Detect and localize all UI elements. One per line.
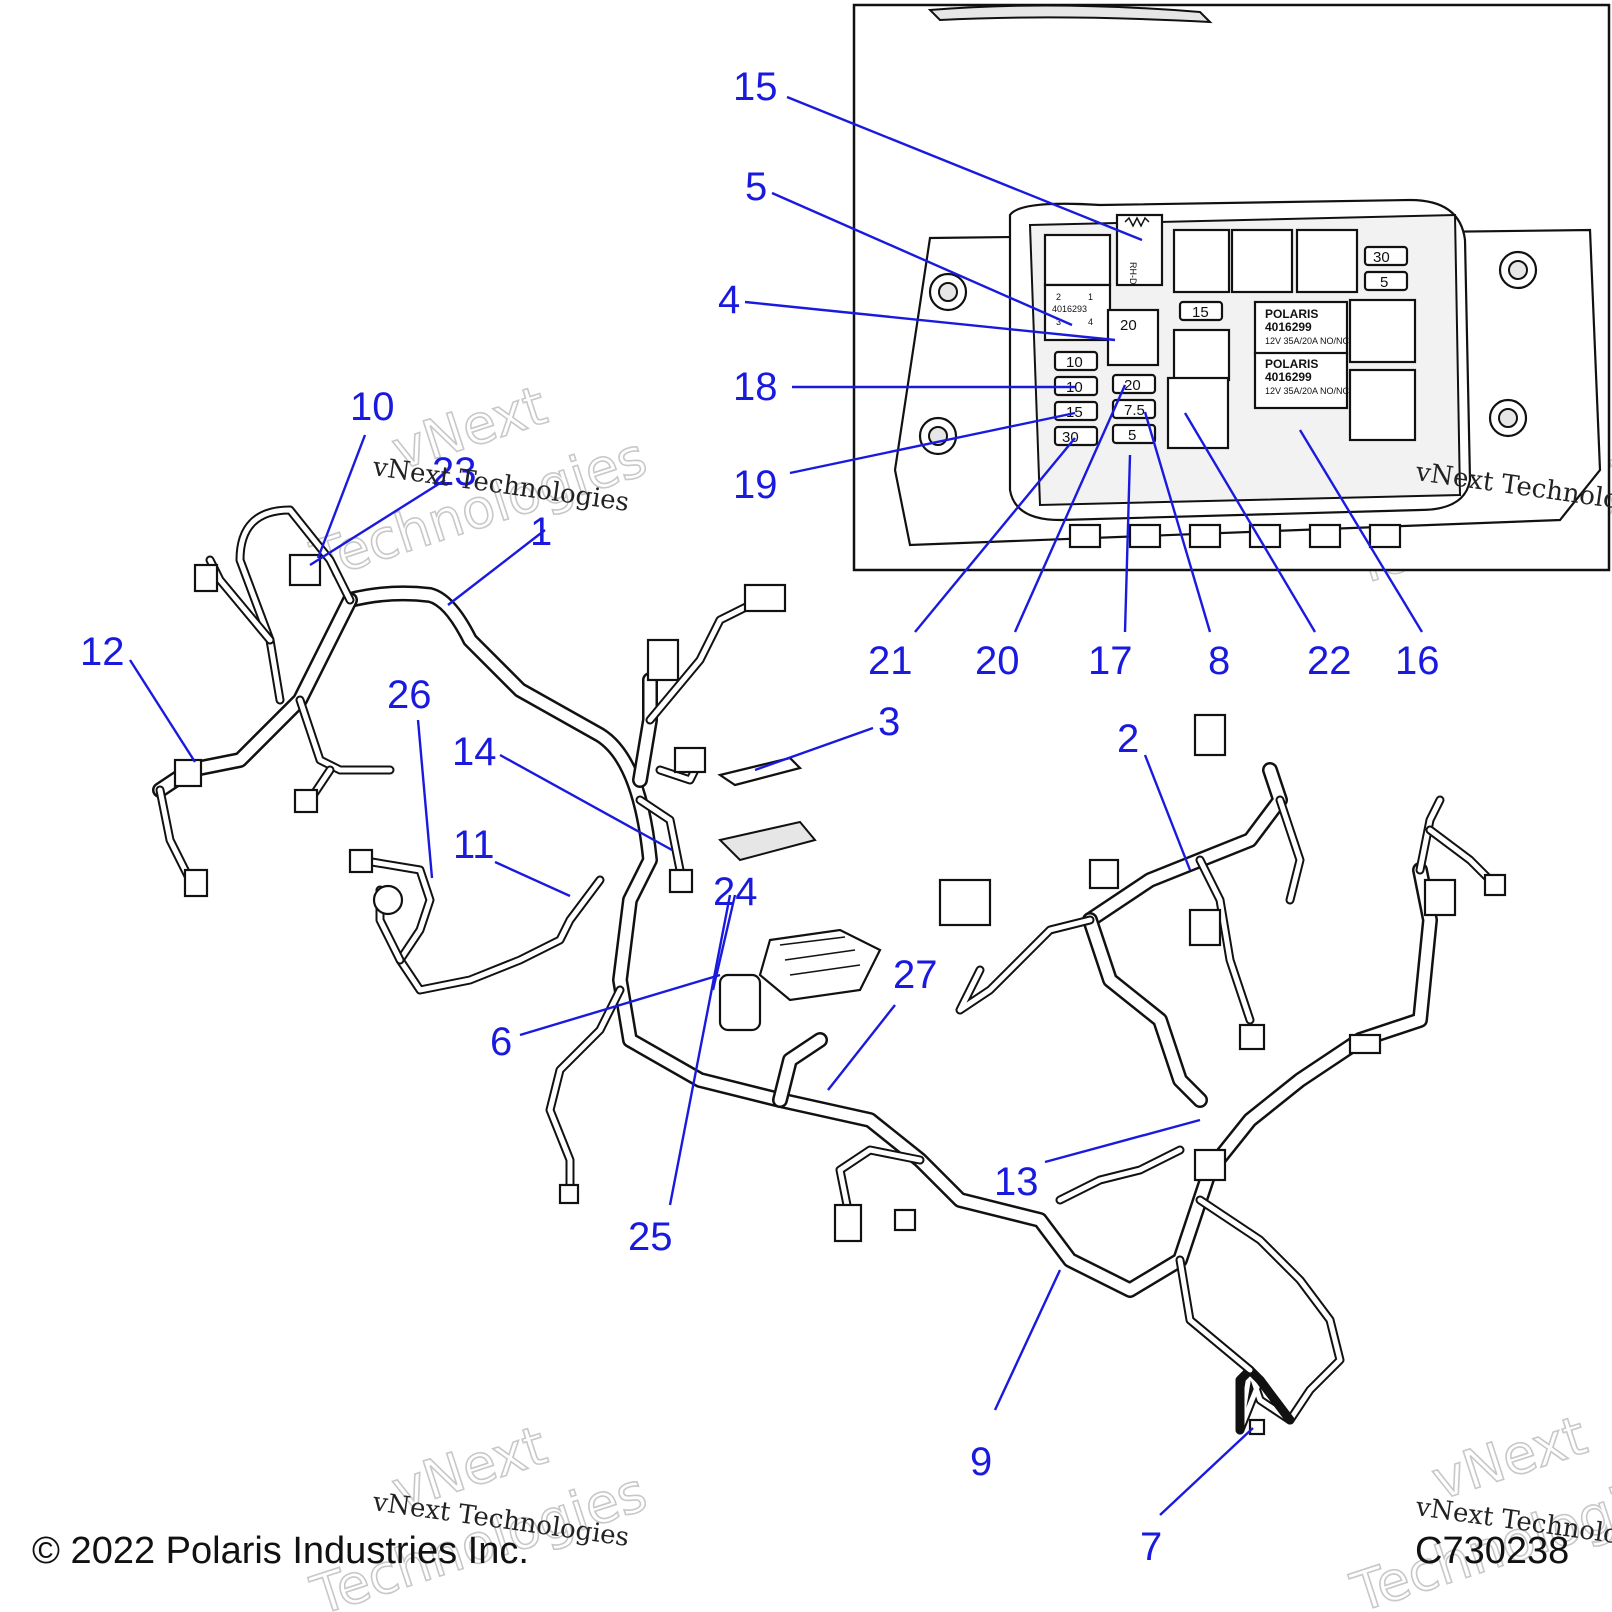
callout-11: 11 <box>453 823 495 867</box>
callout-20: 20 <box>975 639 1020 683</box>
callout-9: 9 <box>970 1440 992 1484</box>
svg-text:1: 1 <box>1088 292 1093 302</box>
polaris-relay-bottom: POLARIS 4016299 12V 35A/20A NO/NC <box>1253 351 1350 410</box>
leader-lines <box>128 95 1424 1516</box>
copyright-notice: © 2022 Polaris Industries Inc. <box>32 1530 529 1572</box>
fuse-label: 20 <box>1120 317 1137 334</box>
main-harness <box>152 505 1507 1436</box>
aux-relay <box>1043 283 1112 342</box>
callout-22: 22 <box>1307 639 1352 683</box>
svg-text:POLARIS: POLARIS <box>1265 307 1318 321</box>
callout-6: 6 <box>490 1020 512 1064</box>
svg-text:5: 5 <box>1128 427 1136 444</box>
callout-12: 12 <box>80 630 125 674</box>
fuse <box>1053 425 1099 447</box>
callout-8: 8 <box>1208 639 1230 683</box>
callout-21: 21 <box>868 639 913 683</box>
fuse <box>1053 350 1099 372</box>
svg-text:4016299: 4016299 <box>1265 320 1312 334</box>
svg-text:12V 35A/20A NO/NC: 12V 35A/20A NO/NC <box>1265 336 1350 346</box>
svg-text:10: 10 <box>1066 354 1083 371</box>
callout-2: 2 <box>1117 717 1139 761</box>
svg-text:15: 15 <box>1192 304 1209 321</box>
callout-numbers: 1 2 3 4 5 6 7 8 9 10 11 12 13 14 15 16 1… <box>80 65 1440 1569</box>
callout-26: 26 <box>387 673 432 717</box>
harness-fuse-box <box>758 928 882 1002</box>
fuse <box>1363 270 1409 292</box>
callout-4: 4 <box>718 278 740 322</box>
svg-text:20: 20 <box>1124 377 1141 394</box>
svg-text:POLARIS: POLARIS <box>1265 357 1318 371</box>
svg-text:4016293: 4016293 <box>1052 304 1087 314</box>
svg-text:4: 4 <box>1088 317 1093 327</box>
callout-27: 27 <box>893 953 938 997</box>
fuse <box>1178 300 1224 322</box>
callout-17: 17 <box>1088 639 1133 683</box>
fuse-box-cover <box>718 820 817 862</box>
callout-24: 24 <box>713 870 758 914</box>
callout-5: 5 <box>745 165 767 209</box>
fuse <box>1363 245 1409 267</box>
callout-1: 1 <box>530 510 552 554</box>
callout-16: 16 <box>1395 639 1440 683</box>
connectors <box>173 553 1507 1436</box>
callout-10: 10 <box>350 385 395 429</box>
callout-3: 3 <box>878 700 900 744</box>
svg-text:30: 30 <box>1062 429 1079 446</box>
callout-15: 15 <box>733 65 778 109</box>
svg-text:7.5: 7.5 <box>1124 402 1145 419</box>
figure-code: C730238 <box>1415 1530 1570 1572</box>
callout-25: 25 <box>628 1215 673 1259</box>
callout-13: 13 <box>994 1160 1039 1204</box>
callout-18: 18 <box>733 365 778 409</box>
callout-14: 14 <box>452 730 497 774</box>
svg-text:30: 30 <box>1373 249 1390 266</box>
svg-text:4016299: 4016299 <box>1265 370 1312 384</box>
fuse <box>1111 423 1157 445</box>
svg-text:2: 2 <box>1056 292 1061 302</box>
svg-text:5: 5 <box>1380 274 1388 291</box>
svg-text:3: 3 <box>1056 317 1061 327</box>
svg-text:12V 35A/20A NO/NC: 12V 35A/20A NO/NC <box>1265 386 1350 396</box>
fuse-box-inset: RH-D 2 1 4016293 3 4 20 POLARIS 4016299 … <box>852 3 1611 572</box>
polaris-relay-top: POLARIS 4016299 12V 35A/20A NO/NC <box>1253 300 1350 356</box>
callout-23: 23 <box>432 450 477 494</box>
callout-7: 7 <box>1140 1525 1162 1569</box>
svg-text:RH-D: RH-D <box>1128 262 1138 285</box>
callout-19: 19 <box>733 463 778 507</box>
